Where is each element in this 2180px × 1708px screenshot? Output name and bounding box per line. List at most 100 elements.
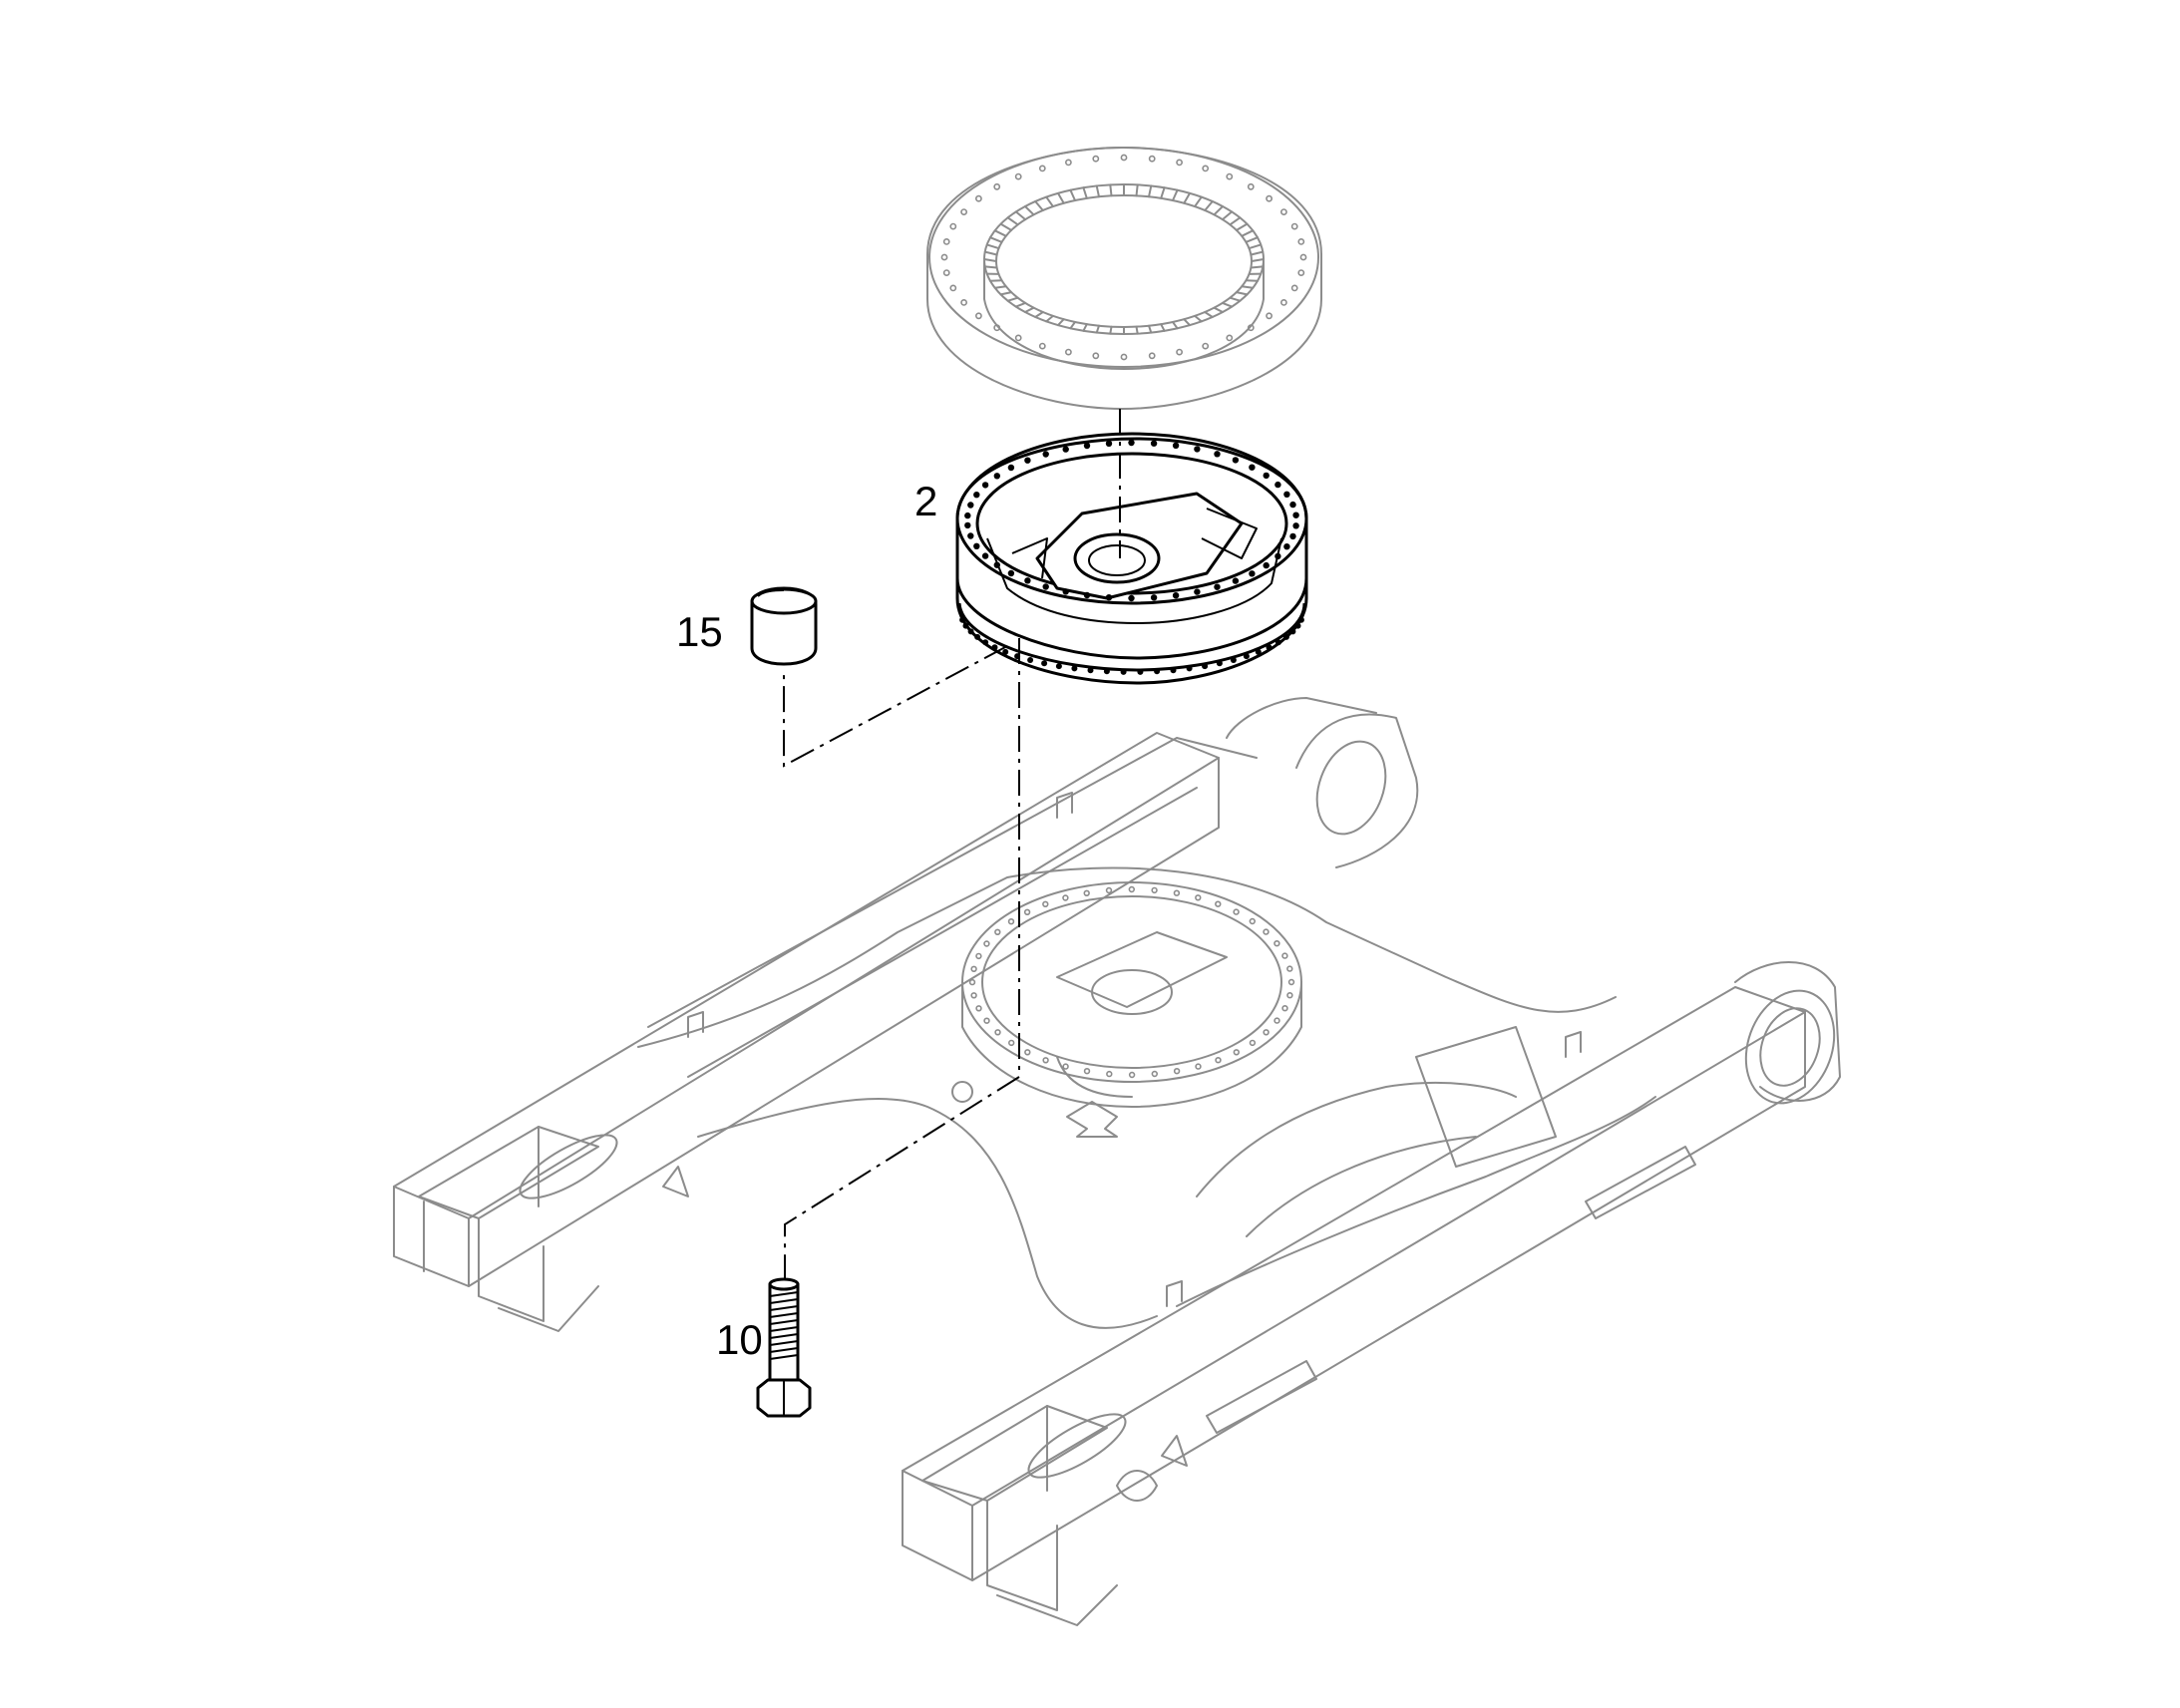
gear-tooth	[1095, 184, 1100, 198]
thread-line	[769, 1326, 799, 1332]
bolt-hole	[1024, 1049, 1031, 1056]
thread-line	[769, 1333, 799, 1339]
gear-tooth	[1069, 321, 1076, 330]
bolt-hole	[974, 633, 981, 640]
bolt-hole	[1120, 353, 1128, 361]
bolt-hole	[1292, 522, 1299, 529]
callout-15: 15	[676, 608, 723, 655]
bolt-hole	[1202, 663, 1209, 670]
bolt-hole	[1232, 577, 1240, 584]
bolt-hole	[1007, 917, 1015, 925]
gear-teeth	[983, 183, 1265, 335]
bolt-hole	[1195, 894, 1202, 901]
bolt-hole	[975, 312, 982, 320]
bolt-hole	[1173, 889, 1181, 896]
gear-tooth	[993, 229, 1007, 237]
bolt-hole	[1214, 451, 1221, 458]
gear-tooth	[999, 222, 1013, 231]
bolt-hole	[1092, 352, 1100, 360]
bolt-hole	[1173, 1067, 1181, 1075]
gear-ring-holes	[940, 154, 1307, 361]
gear-tooth	[1241, 229, 1255, 237]
bolt-hole	[1172, 592, 1180, 599]
bolt-hole	[1172, 442, 1180, 449]
bolt-hole	[973, 492, 980, 499]
callout-2: 2	[914, 478, 937, 524]
gear-tooth	[1245, 279, 1259, 282]
bolt-hole	[968, 978, 976, 986]
bolt-thread	[769, 1291, 799, 1360]
gear-tooth	[1109, 183, 1113, 197]
gear-tooth	[1160, 186, 1166, 199]
bolt-hole	[1007, 569, 1015, 577]
thread-line	[769, 1347, 799, 1353]
gear-tooth	[1194, 195, 1203, 208]
bolt-hole	[1286, 991, 1293, 999]
gear-tooth	[1006, 216, 1019, 226]
bolt-hole	[1105, 594, 1113, 601]
bolt-hole	[1281, 952, 1288, 959]
gear-tooth	[1250, 265, 1265, 269]
bolt-hole	[1024, 457, 1031, 464]
slewing-gear-ring	[926, 147, 1322, 410]
bolt-hole	[1065, 159, 1072, 167]
bolt-hole	[1263, 472, 1270, 480]
bolt-hole	[1106, 1070, 1113, 1078]
thread-line	[769, 1298, 799, 1304]
bolt-hole	[1230, 657, 1237, 663]
bolt-hole	[1280, 208, 1287, 215]
bolt-hole	[1233, 908, 1240, 915]
bolt-hole	[1202, 342, 1210, 350]
gear-tooth	[1045, 195, 1054, 208]
turntable-ring	[955, 432, 1308, 685]
bolt-hole	[1216, 660, 1223, 667]
gear-tooth	[1057, 191, 1065, 204]
bolt-hole	[1297, 269, 1305, 276]
bolt-hole	[1202, 165, 1210, 172]
bolt-hole	[1249, 570, 1256, 577]
bolt-hole	[1038, 342, 1046, 350]
bolt-hole	[1263, 1029, 1270, 1036]
bolt-hole	[1290, 222, 1298, 230]
turntable-ring-holes	[959, 439, 1304, 675]
bolt-hole	[1023, 908, 1031, 915]
bolt-hole	[1128, 439, 1135, 447]
bolt-hole	[960, 208, 967, 215]
bolt-hole	[1273, 1017, 1280, 1024]
thread-line	[769, 1319, 799, 1325]
bolt-hole	[1283, 543, 1290, 550]
bolt-hole	[975, 1005, 982, 1012]
gear-tooth	[1213, 205, 1224, 216]
gear-tooth	[1194, 314, 1203, 323]
bolt-hole	[1151, 1070, 1159, 1078]
bolt-hole	[1289, 628, 1296, 635]
bolt-hole	[970, 992, 977, 999]
bolt-hole	[962, 622, 969, 629]
bolt-hole	[1286, 965, 1293, 972]
bolt-hole	[1038, 165, 1046, 172]
gear-tooth	[1109, 325, 1113, 335]
bolt-hole	[942, 269, 950, 276]
bolt-hole	[981, 552, 989, 559]
bolt-hole	[1027, 657, 1034, 663]
bolt-hole	[1266, 194, 1272, 202]
gear-tooth	[1248, 243, 1263, 250]
bolt-hole	[1274, 639, 1281, 646]
gear-tooth	[1229, 296, 1242, 302]
gear-tooth	[1251, 258, 1265, 262]
bolt-hole	[1280, 298, 1287, 306]
bolt-hole	[1062, 1063, 1069, 1070]
gear-tooth	[1172, 188, 1179, 201]
bolt-hole	[1092, 155, 1100, 163]
bolt-hole	[1299, 253, 1307, 261]
gear-tooth	[983, 250, 998, 256]
gear-tooth	[1183, 318, 1191, 327]
bolt-hole	[1150, 594, 1158, 601]
leader-lines	[783, 409, 1121, 1284]
bolt-hole	[1294, 622, 1301, 629]
bolt-hole	[1103, 668, 1110, 675]
bolt-hole	[993, 561, 1000, 568]
bolt-hole	[967, 628, 974, 635]
bolt-hole	[981, 482, 989, 489]
